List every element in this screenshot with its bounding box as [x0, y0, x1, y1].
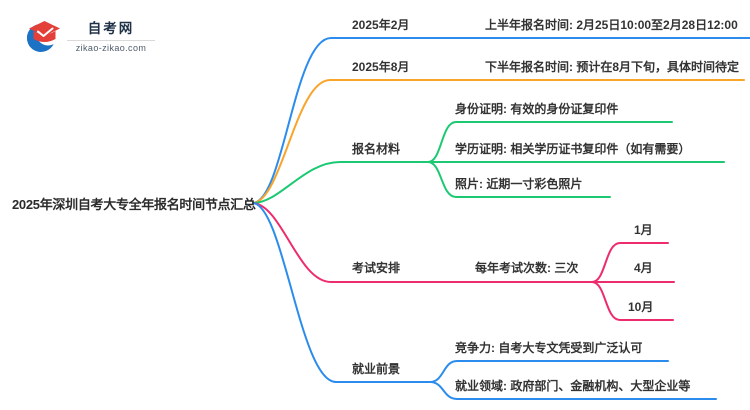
- node-month-jan: 1月: [634, 223, 653, 237]
- node-feb-registration-time: 上半年报名时间: 2月25日10:00至2月28日12:00: [485, 18, 738, 32]
- branch-label-feb: 2025年2月: [352, 18, 410, 32]
- line-aug: [252, 79, 745, 204]
- branch-label-exam: 考试安排: [352, 261, 401, 275]
- line-month-jan: [591, 242, 669, 283]
- node-exam-count: 每年考试次数: 三次: [475, 261, 579, 275]
- branch-label-career: 就业前景: [352, 362, 401, 376]
- line-materials: [252, 161, 429, 204]
- line-career: [252, 202, 431, 383]
- site-logo[interactable]: 自考网 zikao-zikao.com: [27, 18, 157, 60]
- node-month-oct: 10月: [628, 300, 654, 314]
- site-name: 自考网: [87, 21, 135, 36]
- node-material-photo: 照片: 近期一寸彩色照片: [455, 177, 583, 191]
- node-month-apr: 4月: [634, 261, 653, 275]
- node-career-competitive: 竞争力: 自考大专文凭受到广泛认可: [455, 341, 643, 355]
- line-month-oct: [591, 281, 674, 321]
- line-materials-photo: [427, 161, 611, 198]
- node-career-fields: 就业领域: 政府部门、金融机构、大型企业等: [455, 379, 691, 393]
- root-topic: 2025年深圳自考大专全年报名时间节点汇总: [12, 197, 256, 212]
- logo-divider: [67, 40, 155, 41]
- line-materials-id: [427, 121, 673, 163]
- graduation-cap-icon: [27, 21, 60, 52]
- node-aug-registration-time: 下半年报名时间: 预计在8月下旬，具体时间待定: [485, 60, 740, 74]
- line-feb: [252, 37, 750, 204]
- line-career-competitive: [429, 360, 669, 383]
- node-material-id: 身份证明: 有效的身份证复印件: [455, 102, 619, 116]
- line-exam: [252, 202, 593, 283]
- line-career-fields: [429, 381, 717, 400]
- site-url: zikao-zikao.com: [75, 43, 147, 53]
- node-material-diploma: 学历证明: 相关学历证书复印件（如有需要）: [455, 142, 691, 156]
- branch-label-materials: 报名材料: [352, 142, 401, 156]
- branch-label-aug: 2025年8月: [352, 60, 410, 74]
